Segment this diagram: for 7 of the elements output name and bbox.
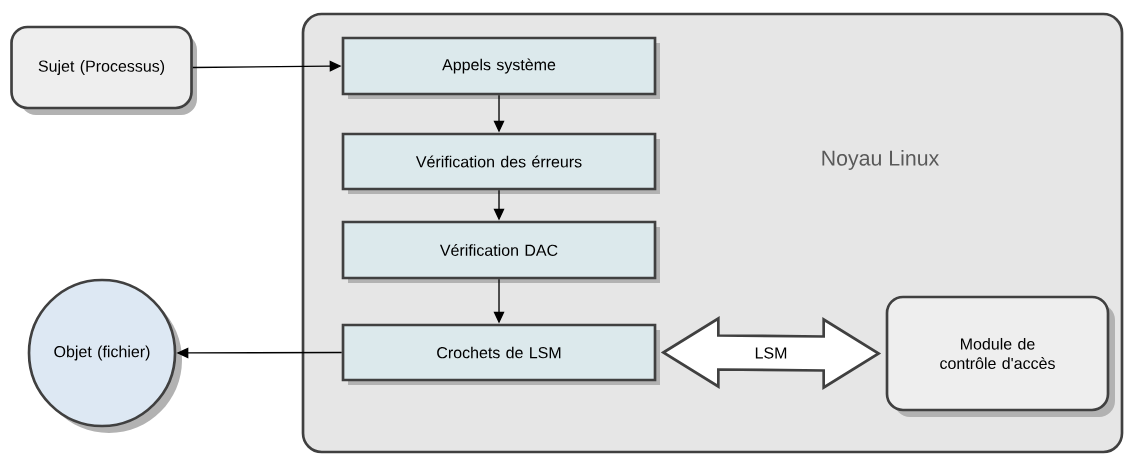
step-box: Vérification des érreurs bbox=[341, 132, 660, 194]
process-box: Module de contrôle d'accès bbox=[885, 295, 1115, 417]
process-box: Sujet (Processus) bbox=[10, 25, 197, 115]
step-box: Appels système bbox=[341, 36, 660, 99]
edge-label: LSM bbox=[753, 346, 789, 360]
step-box: Crochets de LSM bbox=[341, 323, 660, 385]
step-box: Vérification DAC bbox=[341, 220, 660, 283]
